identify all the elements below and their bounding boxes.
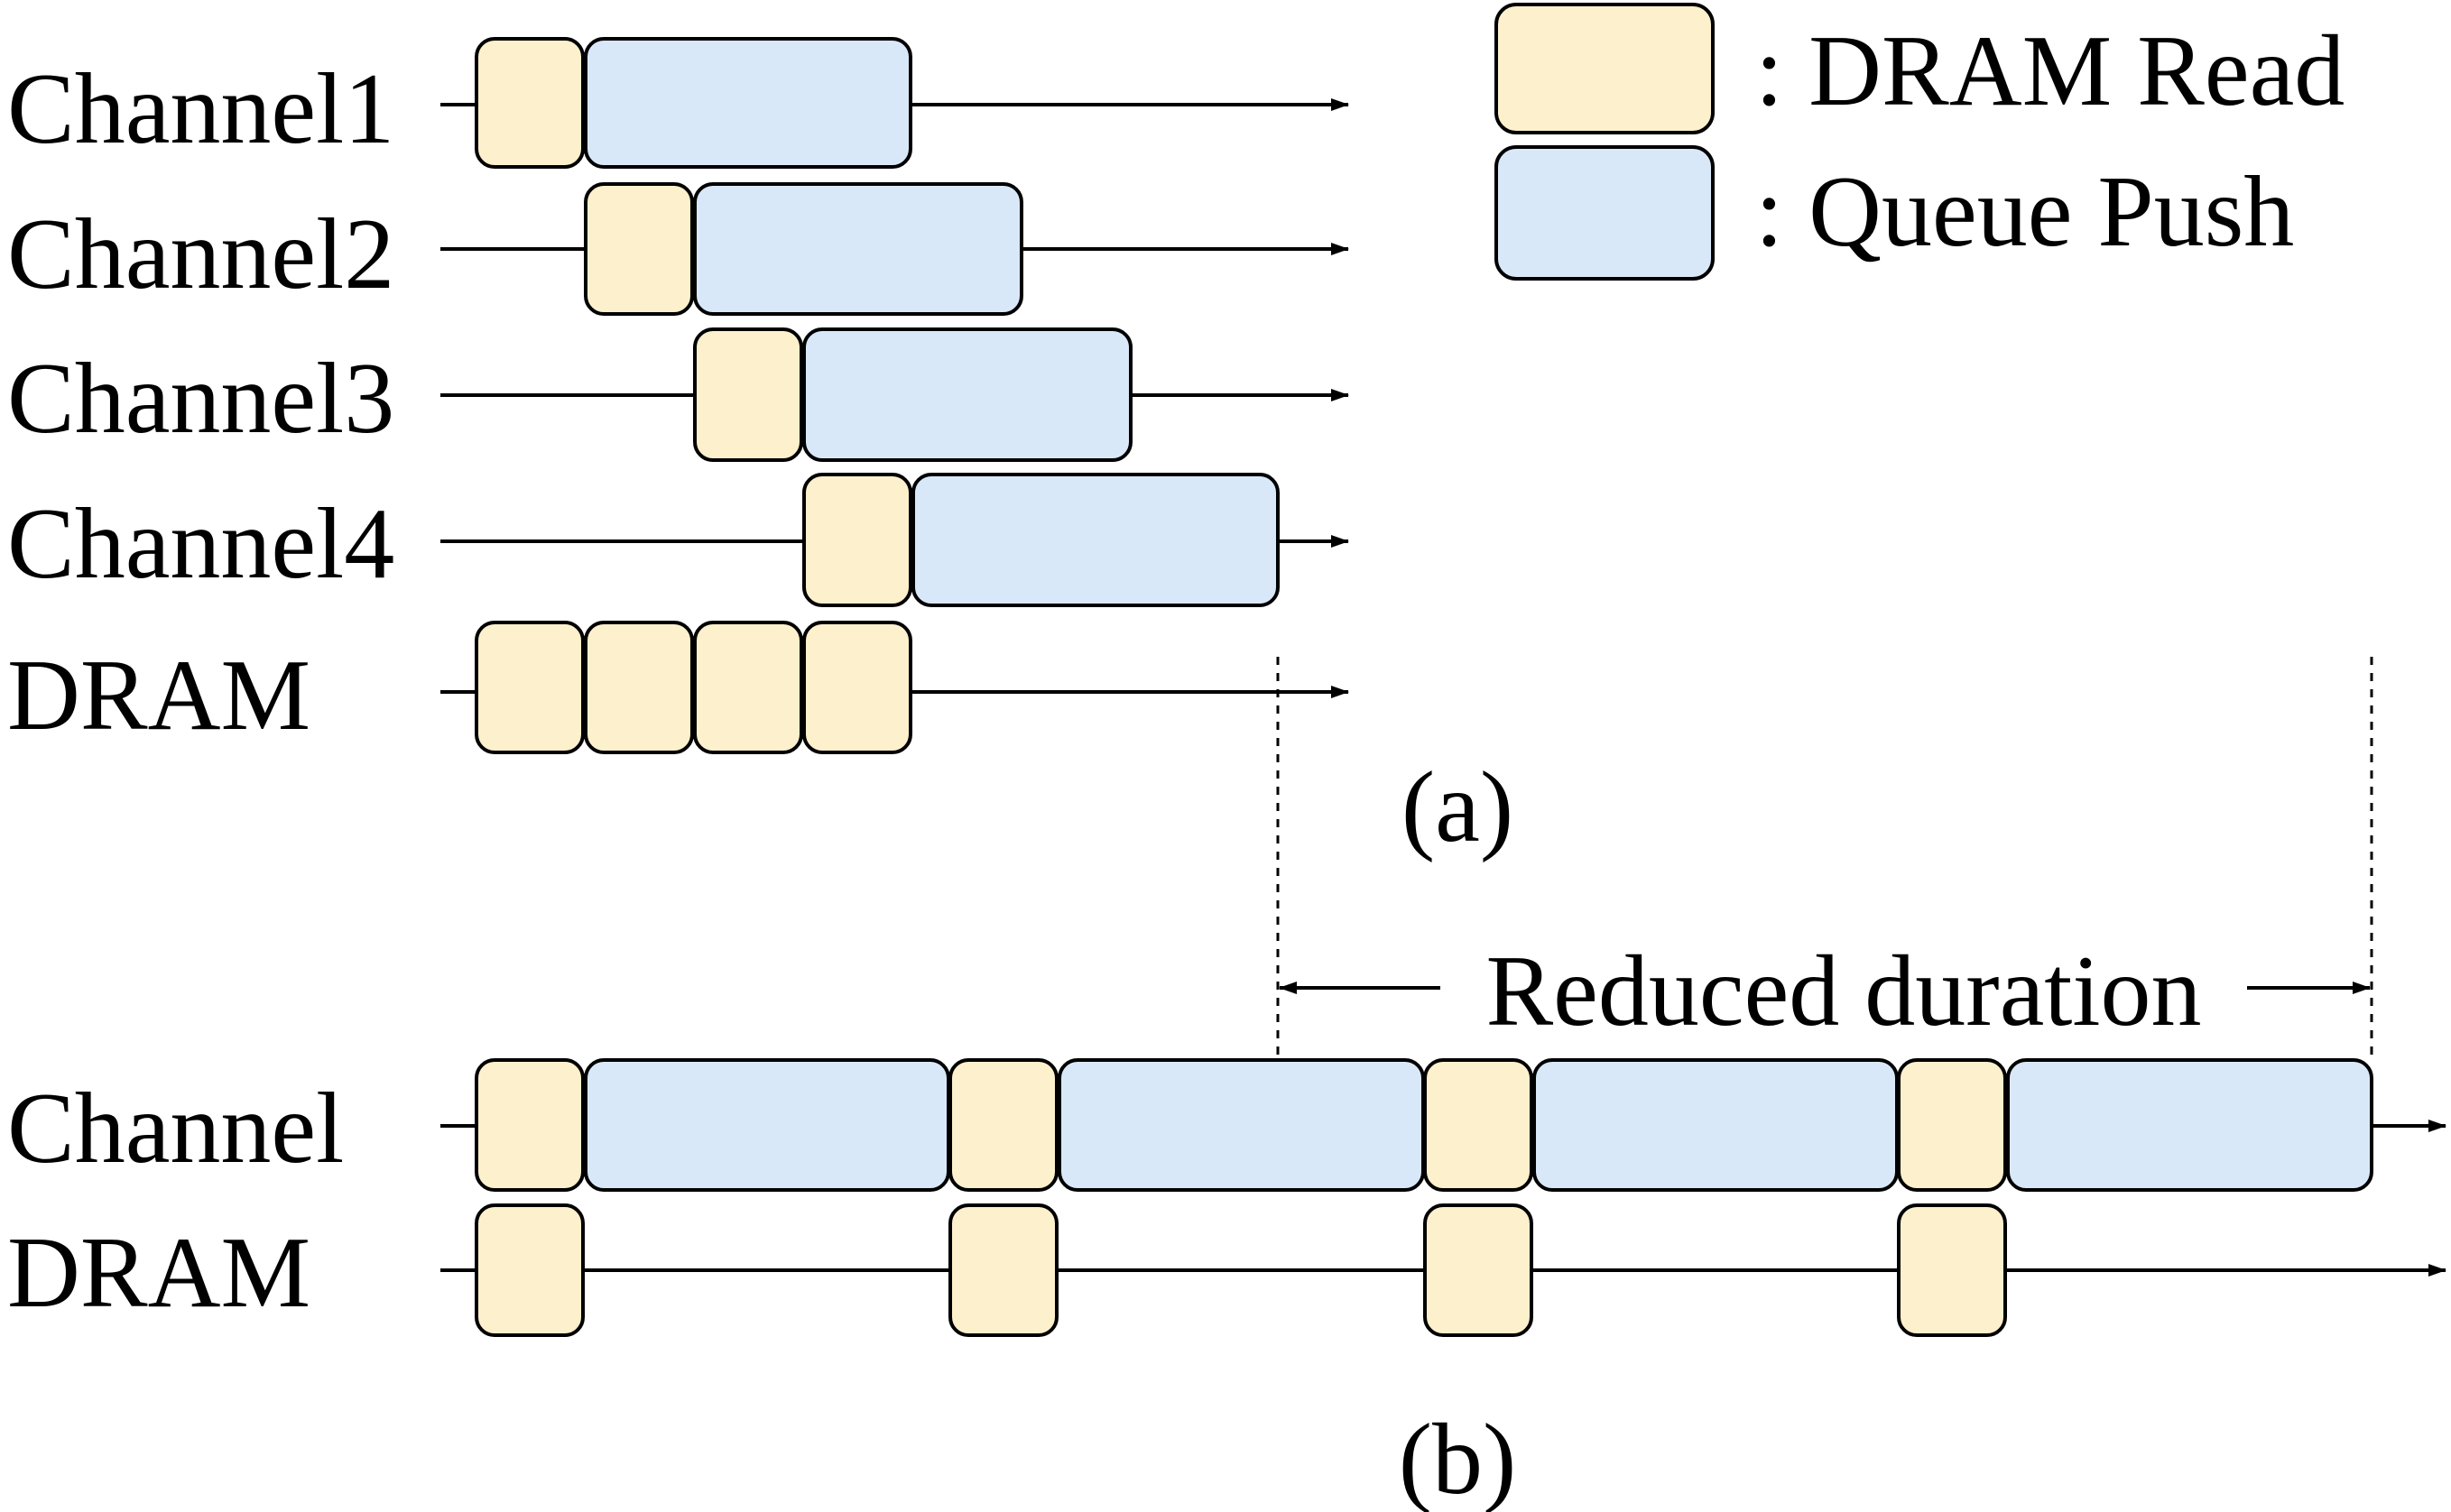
reduced-duration-annotation: Reduced duration <box>1276 657 2373 1063</box>
row-label-dram: DRAM <box>7 640 310 751</box>
panel-a: Channel1 Channel2 Channel3 Channel4 <box>7 37 1513 863</box>
block-queue-push <box>911 473 1280 607</box>
panel-b-row-dram: DRAM <box>7 1203 2446 1337</box>
block-dram-read <box>584 621 694 754</box>
block-dram-read <box>475 621 585 754</box>
block-dram-read <box>1423 1058 1533 1192</box>
row-label-channel4: Channel4 <box>7 488 394 600</box>
block-dram-read <box>693 327 803 462</box>
panel-a-row-channel2: Channel2 <box>7 182 1349 316</box>
block-queue-push <box>2006 1058 2373 1192</box>
block-dram-read <box>693 621 803 754</box>
panel-b: Channel DRAM (b) <box>7 1058 2446 1512</box>
block-queue-push <box>1058 1058 1425 1192</box>
block-dram-read <box>475 1058 585 1192</box>
block-queue-push <box>584 1058 950 1192</box>
block-dram-read <box>1897 1203 2007 1337</box>
legend: : DRAM Read : Queue Push <box>1494 3 2345 281</box>
panel-a-row-channel1: Channel1 <box>7 37 1349 169</box>
block-dram-read <box>475 37 585 169</box>
panel-a-row-dram: DRAM <box>7 621 1349 754</box>
legend-read-label: : DRAM Read <box>1755 15 2345 127</box>
panel-a-row-channel3: Channel3 <box>7 327 1349 462</box>
block-dram-read <box>802 473 912 607</box>
block-queue-push <box>693 182 1023 316</box>
block-dram-read <box>584 182 694 316</box>
row-label-channel: Channel <box>7 1073 344 1185</box>
row-label-dram: DRAM <box>7 1217 310 1329</box>
block-dram-read <box>1897 1058 2007 1192</box>
row-label-channel2: Channel2 <box>7 198 394 310</box>
caption-a: (a) <box>1401 751 1513 863</box>
block-dram-read <box>948 1203 1059 1337</box>
block-dram-read <box>1423 1203 1533 1337</box>
block-queue-push <box>802 327 1133 462</box>
legend-push-label: : Queue Push <box>1755 156 2294 268</box>
block-dram-read <box>948 1058 1059 1192</box>
block-queue-push <box>1532 1058 1899 1192</box>
block-dram-read <box>475 1203 585 1337</box>
block-dram-read <box>802 621 912 754</box>
row-label-channel1: Channel1 <box>7 53 394 165</box>
panel-a-row-channel4: Channel4 <box>7 473 1349 607</box>
block-queue-push <box>584 37 912 169</box>
caption-b: (b) <box>1399 1404 1517 1512</box>
legend-push-swatch <box>1494 145 1715 281</box>
legend-read-swatch <box>1494 3 1715 134</box>
row-label-channel3: Channel3 <box>7 343 394 455</box>
duration-label: Reduced duration <box>1485 936 2201 1047</box>
panel-b-row-channel: Channel <box>7 1058 2446 1192</box>
